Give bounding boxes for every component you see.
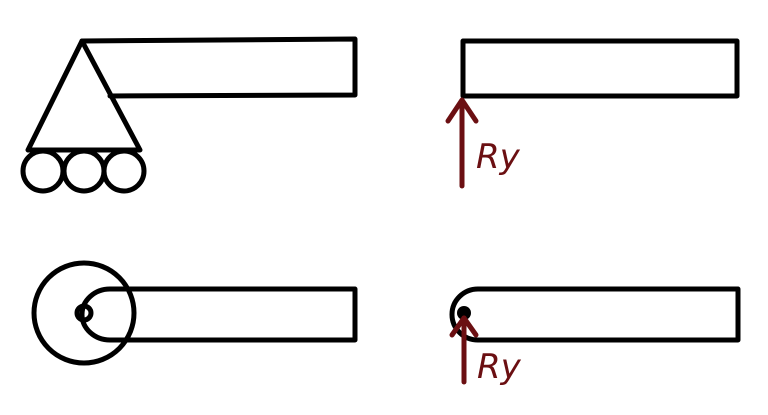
reaction-label-bottom: Ry [477,347,522,387]
roller-wheel-left [20,148,66,194]
reaction-label-top: Ry [476,137,521,177]
pin-support-figure [31,260,358,366]
pin-support-hole [74,303,94,323]
pin-support-disk [31,260,137,366]
roller-reaction-figure: Ry [445,38,740,189]
beam-top-right [460,38,740,99]
reaction-arrow-head-top [445,97,479,124]
reaction-arrow-head-bottom [449,315,479,338]
beam-bottom-left [79,286,358,343]
roller-wheel-right [101,148,147,194]
roller-wheel-middle [61,148,107,194]
roller-support-figure [20,36,358,194]
pin-reaction-figure: Ry [449,286,741,387]
beam-bottom-right [449,286,741,343]
beam-top-left [79,36,358,99]
pin-hole-bottom-right [457,306,471,320]
